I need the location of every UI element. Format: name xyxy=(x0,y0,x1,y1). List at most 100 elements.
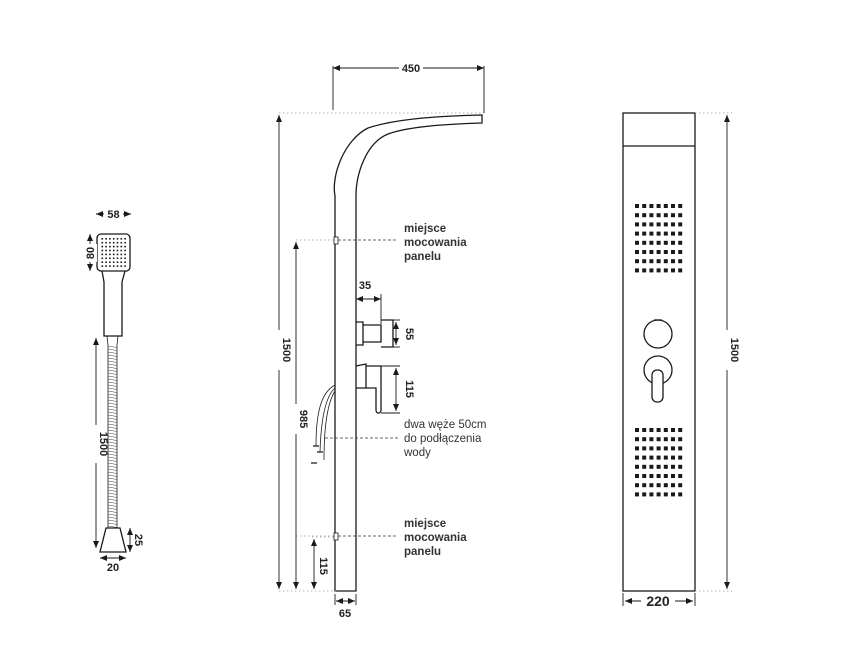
handshower-nozzle xyxy=(101,261,104,263)
handshower-nozzle xyxy=(116,261,119,263)
hose-ring xyxy=(107,429,118,432)
hand-shower-hose xyxy=(106,335,119,528)
hose-ring xyxy=(107,501,118,504)
dim-panel-height-side: 1500 xyxy=(280,338,292,362)
hose-ring xyxy=(107,453,118,456)
handshower-nozzle xyxy=(101,265,104,267)
body-jet-nozzle xyxy=(642,259,647,264)
hose-ring xyxy=(107,492,118,495)
handshower-nozzle xyxy=(112,261,115,263)
handshower-nozzle xyxy=(112,257,115,260)
handshower-nozzle xyxy=(116,241,119,244)
handshower-nozzle xyxy=(105,241,107,244)
handshower-nozzle xyxy=(112,265,115,267)
body-jet-nozzle xyxy=(635,240,639,245)
body-jet-nozzle xyxy=(656,474,661,478)
hose-ring xyxy=(107,435,118,438)
body-jet-nozzle xyxy=(663,483,668,488)
body-jet-nozzle xyxy=(635,428,639,432)
body-jet-nozzle xyxy=(656,464,661,469)
body-jet-nozzle xyxy=(678,222,683,227)
hose-ring xyxy=(107,450,118,453)
dim-panel-width: 220 xyxy=(646,593,670,609)
mount-marker-top xyxy=(333,236,339,245)
hose-ring xyxy=(107,510,118,513)
dim-knob-height: 55 xyxy=(403,328,415,340)
handshower-nozzle xyxy=(124,238,126,240)
handshower-nozzle xyxy=(101,241,104,244)
handshower-nozzle xyxy=(116,257,119,260)
handshower-nozzle xyxy=(112,253,115,256)
panel-side-view: 450 1500 985 115 35 55 115 65 xyxy=(271,61,486,620)
handshower-nozzle xyxy=(120,253,123,256)
handshower-nozzle xyxy=(116,253,119,256)
body-jet-nozzle xyxy=(649,204,654,208)
handshower-nozzle xyxy=(116,249,119,252)
handshower-nozzle xyxy=(105,257,107,260)
body-jet-nozzle xyxy=(649,259,654,264)
hose-ring xyxy=(107,390,118,393)
panel-front-view: 1500 220 xyxy=(622,112,740,609)
hose-ring xyxy=(107,402,118,405)
body-jet-nozzle xyxy=(663,428,668,432)
handshower-nozzle xyxy=(124,241,126,244)
handshower-nozzle xyxy=(112,245,115,248)
body-jet-nozzle xyxy=(635,268,639,273)
body-jet-nozzle xyxy=(635,437,639,442)
hose-ring xyxy=(107,519,118,522)
dim-bottom-mount-offset: 115 xyxy=(317,557,329,575)
body-jet-nozzle xyxy=(663,492,668,497)
body-jet-nozzle xyxy=(671,268,675,273)
hand-shower-view: 58 80 1500 25 20 xyxy=(83,207,144,574)
hose-ring xyxy=(107,375,118,378)
hose-ring xyxy=(107,522,118,525)
hose-ring xyxy=(107,438,118,441)
body-jet-nozzle xyxy=(635,464,639,469)
body-jet-nozzle xyxy=(663,446,668,451)
body-jet-nozzle xyxy=(649,455,654,460)
body-jet-nozzle xyxy=(671,213,675,218)
hose-ring xyxy=(107,480,118,483)
body-jet-nozzle xyxy=(642,474,647,478)
body-jet-nozzle xyxy=(671,446,675,451)
body-jet-nozzle xyxy=(663,250,668,254)
dim-mount-height: 985 xyxy=(297,410,309,428)
body-jet-nozzle xyxy=(635,483,639,488)
handshower-nozzle xyxy=(101,257,104,260)
handshower-nozzle xyxy=(109,253,111,256)
hose-ring xyxy=(107,366,118,369)
hose-ring xyxy=(107,411,118,414)
body-jet-nozzle xyxy=(649,446,654,451)
body-jet-nozzle xyxy=(642,213,647,218)
body-jet-nozzle xyxy=(663,474,668,478)
body-jet-nozzle xyxy=(656,428,661,432)
hose-ring xyxy=(107,408,118,411)
body-jet-nozzle xyxy=(663,204,668,208)
handshower-nozzle xyxy=(109,241,111,244)
panel-side-body xyxy=(333,114,483,592)
hose-ring xyxy=(107,387,118,390)
handshower-nozzle xyxy=(101,249,104,252)
hose-ring xyxy=(107,471,118,474)
hose-ring xyxy=(107,504,118,507)
body-jet-nozzle xyxy=(635,474,639,478)
body-jet-nozzle xyxy=(635,213,639,218)
handshower-nozzle xyxy=(124,261,126,263)
handshower-nozzle xyxy=(109,257,111,260)
handshower-nozzle xyxy=(105,245,107,248)
hose-ring xyxy=(107,405,118,408)
hose-ring xyxy=(107,483,118,486)
body-jet-nozzle xyxy=(642,204,647,208)
body-jet-nozzle xyxy=(642,250,647,254)
dim-handshower-height: 80 xyxy=(85,247,97,259)
dim-holder-height: 25 xyxy=(132,534,144,546)
body-jet-nozzle xyxy=(642,455,647,460)
body-jet-nozzle xyxy=(642,231,647,236)
body-jet-nozzle xyxy=(635,231,639,236)
dim-panel-depth-top: 450 xyxy=(402,63,420,75)
hose-ring xyxy=(107,354,118,357)
hose-ring xyxy=(107,348,118,351)
hose-texture xyxy=(107,345,118,528)
body-jet-nozzle xyxy=(678,474,683,478)
body-jet-nozzle xyxy=(642,240,647,245)
